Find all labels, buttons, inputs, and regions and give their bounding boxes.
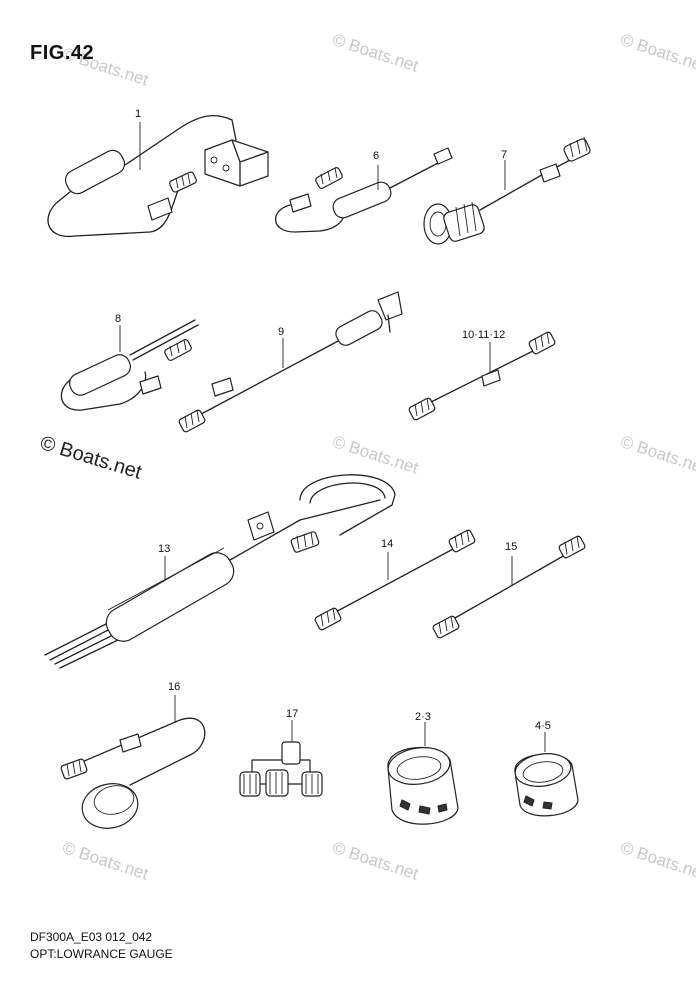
callout-9: 9 (278, 326, 285, 338)
part-14-extension-cable (314, 529, 476, 631)
part-2-3-mounting-band (387, 722, 459, 825)
diagram-description: OPT:LOWRANCE GAUGE (30, 947, 173, 961)
part-16-temperature-sensor (60, 695, 206, 829)
callout-4-5: 4·5 (535, 720, 551, 732)
figure-title: FIG.42 (30, 42, 95, 64)
callout-17: 17 (286, 708, 299, 720)
part-9-sensor-cable (178, 291, 403, 433)
callout-14: 14 (381, 538, 394, 550)
callout-7: 7 (501, 149, 508, 161)
callout-16: 16 (168, 681, 181, 693)
callout-15: 15 (505, 541, 518, 553)
part-13-power-cable (44, 474, 396, 669)
part-8-cable (60, 319, 199, 411)
callout-8: 8 (115, 313, 122, 325)
callout-1: 1 (135, 108, 142, 120)
part-1-speed-sensor (47, 114, 269, 237)
part-10-11-12-extension-cable (408, 331, 556, 421)
callout-6: 6 (373, 150, 380, 162)
part-4-5-mounting-band (514, 732, 579, 817)
callout-13: 13 (158, 543, 171, 555)
part-7-thru-hull-sensor (423, 136, 591, 245)
callout-10-11-12: 10·11·12 (462, 329, 506, 341)
part-6-cable (274, 147, 453, 233)
callout-2-3: 2·3 (415, 711, 431, 723)
part-17-t-connector (239, 720, 323, 797)
part-15-extension-cable (432, 535, 586, 639)
diagram-code: DF300A_E03 012_042 (30, 930, 153, 944)
